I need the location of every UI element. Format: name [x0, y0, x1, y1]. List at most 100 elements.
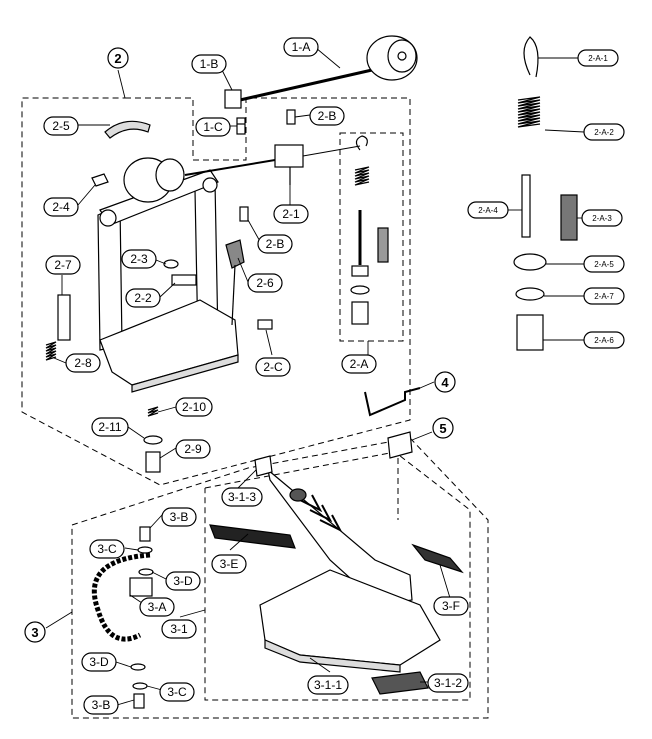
knob-rod [231, 264, 236, 326]
label-2-6-text: 2-6 [256, 276, 274, 290]
sleeve-2-A-3 [560, 194, 578, 241]
footboard [267, 468, 413, 606]
leader-2-1b [302, 145, 361, 157]
beater-face [387, 39, 417, 73]
label-2A-text: 2-A [350, 357, 369, 371]
knob-2-6 [225, 239, 245, 269]
right-bearing [202, 177, 218, 193]
group-3-1-boundary [204, 451, 471, 701]
leader-2C [265, 329, 273, 356]
label-2-9-text: 2-9 [184, 442, 202, 456]
label-3-A-text: 3-A [148, 600, 167, 614]
label-2-5: 2-5 [43, 116, 79, 136]
leader-2B-top [294, 114, 311, 118]
label-s6: 2-A-6 [583, 331, 625, 349]
label-2-2-text: 2-2 [134, 291, 152, 305]
set-screw-2-B-mid [239, 206, 249, 222]
nut-2-4 [91, 173, 109, 187]
frame-left-post [97, 204, 123, 351]
label-3-A: 3-A [139, 597, 175, 617]
leader-3-F [439, 564, 451, 599]
footboard-chevrons [299, 494, 343, 533]
label-2-11: 2-11 [91, 417, 129, 437]
leader-s2 [544, 129, 585, 133]
label-s4: 2-A-4 [467, 201, 509, 219]
spring-set-2A [350, 135, 389, 325]
washer-3-C-top [137, 546, 153, 554]
label-2B-top-text: 2-B [318, 109, 337, 123]
spring-nut [351, 265, 369, 277]
rod-2-A-4 [521, 174, 531, 238]
label-2-1-text: 2-1 [282, 207, 300, 221]
label-s2: 2-A-2 [583, 123, 625, 141]
frame-assembly [45, 109, 304, 473]
axle-shaft [184, 159, 276, 176]
label-1A-text: 1-A [292, 40, 311, 54]
beater-hole [397, 51, 407, 61]
label-3-B-top-text: 3-B [170, 510, 189, 524]
rubber-3-1-2 [371, 671, 429, 695]
leader-3-E [229, 533, 249, 551]
coil-2-A-2 [517, 96, 541, 128]
label-1A: 1-A [283, 37, 319, 57]
label-2-3-text: 2-3 [130, 252, 148, 266]
axle-hub [155, 158, 185, 192]
group-2-boundary [21, 97, 411, 486]
label-s7-text: 2-A-7 [594, 292, 614, 301]
heel-plate-front [264, 639, 401, 673]
label-1B-text: 1-B [200, 57, 219, 71]
spring-coil [354, 166, 370, 186]
label-3-C-top-text: 3-C [97, 542, 117, 556]
leader-3-1 [179, 609, 206, 618]
label-2C: 2-C [255, 357, 291, 377]
label-1C-text: 1-C [203, 120, 223, 134]
label-2-4-text: 2-4 [52, 200, 70, 214]
label-3-D-bot-text: 3-D [89, 655, 109, 669]
nut-2-A-5 [513, 253, 547, 271]
bolt-2-C [257, 319, 273, 330]
bolt-3-B-bot [133, 693, 145, 709]
label-3-1-2-text: 3-1-2 [434, 676, 462, 690]
label-3-E: 3-E [211, 554, 247, 574]
bolt-3-B-top [139, 526, 151, 542]
label-s2-text: 2-A-2 [594, 128, 614, 137]
label-s4-text: 2-A-4 [478, 206, 498, 215]
label-3-C-bot: 3-C [159, 682, 195, 702]
washer-3-D-bot [130, 663, 146, 671]
label-3-1-3-text: 3-1-3 [228, 490, 256, 504]
leader-3-A [129, 594, 143, 604]
adjuster-2-A-6 [516, 314, 544, 351]
left-bearing [99, 209, 117, 227]
leader-2-11 [127, 426, 145, 439]
label-2-7-text: 2-7 [54, 258, 72, 272]
spring-labels: 2-A-1 2-A-2 2-A-4 2-A-3 2-A-5 2-A-7 2-A-… [467, 49, 625, 349]
frame-base-front [131, 354, 239, 393]
group-label-2-text: 2 [114, 51, 121, 66]
label-3-1-2: 3-1-2 [427, 673, 469, 693]
label-1B: 1-B [191, 54, 227, 74]
cover-2-5 [104, 120, 151, 139]
hook-2-A-1 [523, 36, 539, 78]
label-3-1: 3-1 [161, 619, 197, 639]
beater-shaft [239, 68, 373, 102]
label-3-C-top: 3-C [89, 539, 125, 559]
label-2-6: 2-6 [247, 273, 283, 293]
holder-bolt [236, 117, 246, 135]
label-3-1-3: 3-1-3 [221, 487, 263, 507]
group-label-4-text: 4 [441, 375, 449, 390]
clip-5 [387, 431, 413, 459]
label-2-10: 2-10 [175, 397, 213, 417]
label-s5: 2-A-5 [583, 255, 625, 273]
label-3-B-bot-text: 3-B [92, 698, 111, 712]
group-labels: 2 3 4 5 [24, 47, 456, 643]
label-3-1-1: 3-1-1 [307, 675, 349, 695]
footboard-logo [289, 488, 307, 502]
part-3-1-3 [254, 455, 273, 477]
label-2C-text: 2-C [263, 360, 283, 374]
leader-2-6 [237, 257, 249, 283]
beater-assembly [224, 35, 418, 135]
washer-2-A-7 [515, 287, 545, 301]
leader-3-1-3 [237, 469, 257, 489]
label-3-1-1-text: 3-1-1 [314, 678, 342, 692]
